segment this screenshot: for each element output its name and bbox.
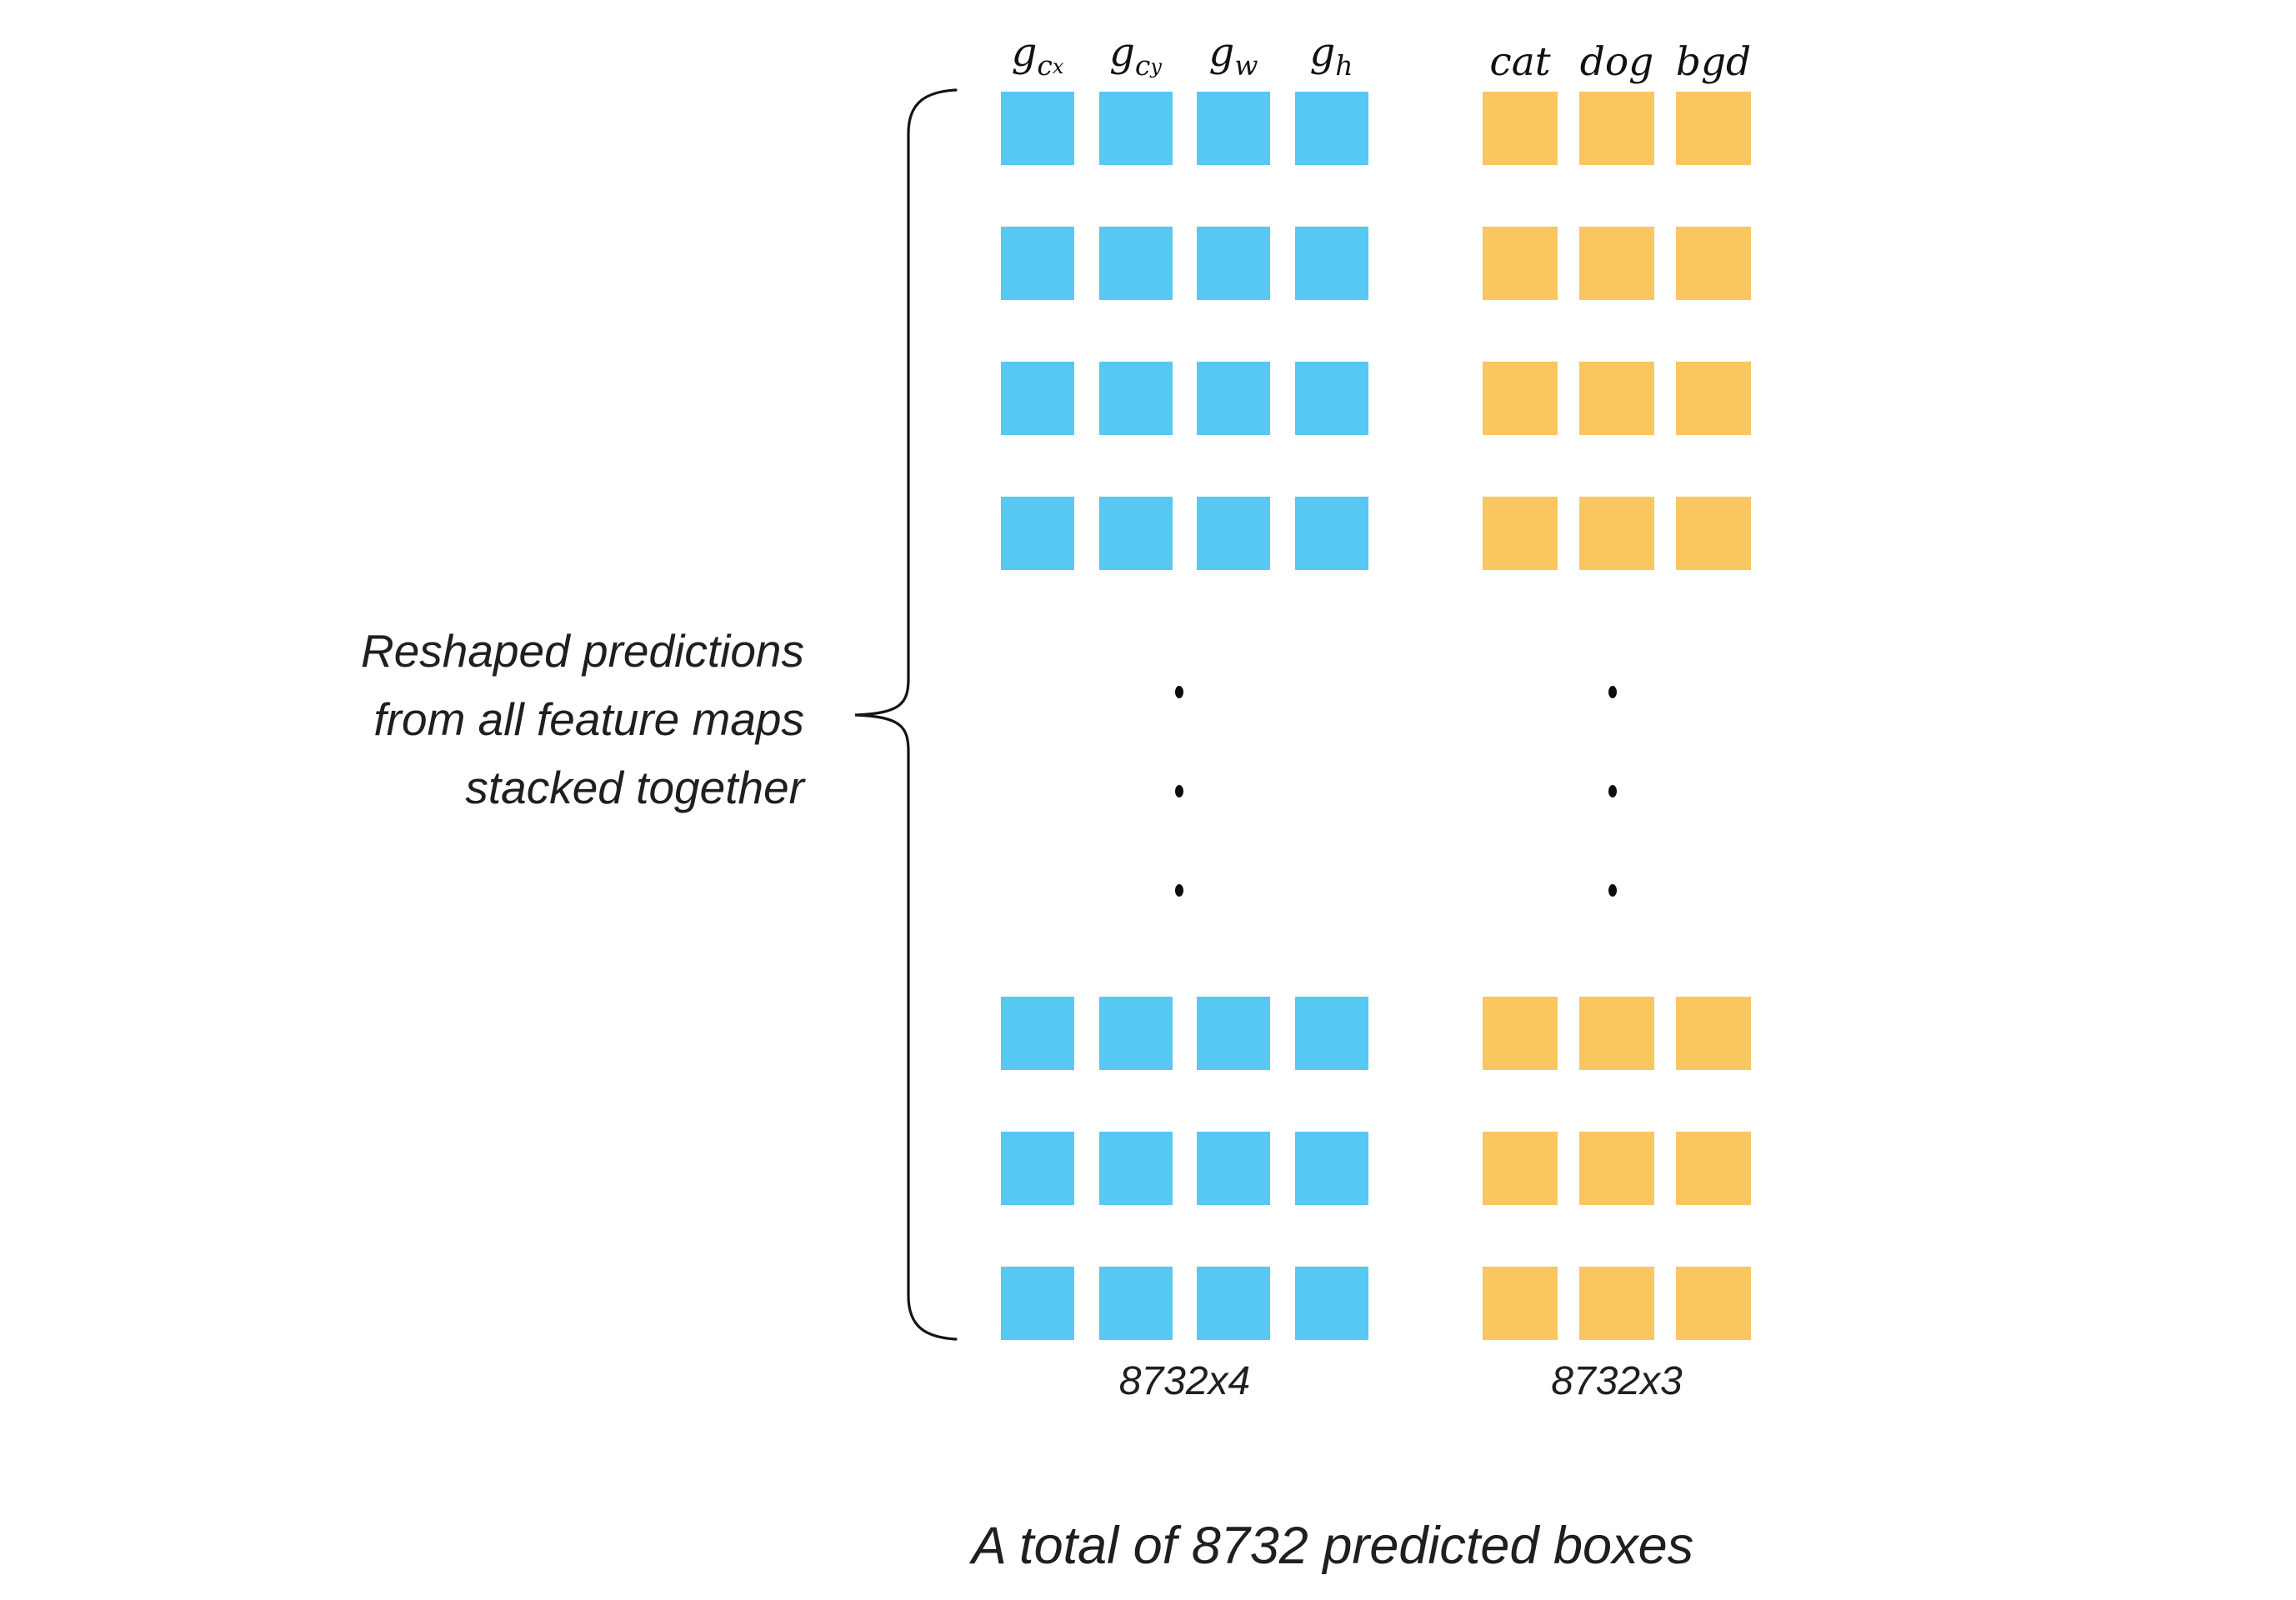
matrix-cell xyxy=(1483,997,1558,1070)
gcx-sub: c xyxy=(1037,49,1053,82)
curly-brace-icon xyxy=(854,88,958,1341)
cls-dim-label: 8732x3 xyxy=(1551,1359,1683,1403)
curly-brace-path xyxy=(854,88,958,1341)
matrix-cell xyxy=(1098,227,1173,300)
matrix-cell xyxy=(1579,497,1654,570)
matrix-cell xyxy=(1579,1132,1654,1205)
matrix-cell xyxy=(1483,497,1558,570)
ellipsis-dot xyxy=(1608,785,1617,798)
matrix-cell xyxy=(1197,1267,1270,1340)
matrix-cell xyxy=(1294,497,1368,570)
loc-header-row: gcx gcy gw gh xyxy=(1001,18,1368,82)
matrix-cell xyxy=(1001,92,1074,165)
gcy-sub: c xyxy=(1134,49,1151,82)
matrix-cell xyxy=(1483,227,1558,300)
loc-dim-label: 8732x4 xyxy=(1118,1359,1251,1403)
matrix-cell xyxy=(1579,1267,1654,1340)
cls-grid-bottom xyxy=(1483,997,1751,1340)
cls-header-row: cat dog bgd xyxy=(1483,28,1751,82)
col-header-cat: cat xyxy=(1489,39,1551,85)
matrix-cell xyxy=(1676,362,1751,435)
gcy-base: g xyxy=(1109,29,1135,76)
ellipsis-dot xyxy=(1175,884,1183,897)
matrix-cell xyxy=(1579,997,1654,1070)
matrix-cell xyxy=(1579,227,1654,300)
loc-grid-top xyxy=(1001,92,1368,570)
loc-grid-bottom xyxy=(1001,997,1368,1340)
col-header-gcy: gcy xyxy=(1109,32,1162,82)
matrix-cell xyxy=(1197,92,1270,165)
matrix-cell xyxy=(1483,1132,1558,1205)
matrix-cell xyxy=(1294,1267,1368,1340)
matrix-cell xyxy=(1483,92,1558,165)
gcx-base: g xyxy=(1011,29,1038,76)
matrix-cell xyxy=(1001,227,1074,300)
matrix-cell xyxy=(1098,997,1173,1070)
gh-base: g xyxy=(1309,29,1336,76)
matrix-cell xyxy=(1098,1132,1173,1205)
left-caption: Reshaped predictions from all feature ma… xyxy=(360,625,804,813)
matrix-cell xyxy=(1197,362,1270,435)
loc-ellipsis xyxy=(1175,686,1183,897)
matrix-cell xyxy=(1197,997,1270,1070)
matrix-cell xyxy=(1294,227,1368,300)
matrix-cell xyxy=(1098,1267,1173,1340)
matrix-cell xyxy=(1676,997,1751,1070)
col-header-gh: gh xyxy=(1310,32,1353,82)
bottom-caption: A total of 8732 predicted boxes xyxy=(971,1517,1694,1575)
col-header-dog: dog xyxy=(1579,39,1654,85)
matrix-cell xyxy=(1579,362,1654,435)
matrix-cell xyxy=(1483,1267,1558,1340)
gh-sub: h xyxy=(1335,49,1353,82)
matrix-cell xyxy=(1001,497,1074,570)
gcy-subsub: y xyxy=(1150,55,1162,78)
cls-grid-top xyxy=(1483,92,1751,570)
cls-ellipsis xyxy=(1608,686,1617,897)
gw-base: g xyxy=(1208,29,1235,76)
matrix-cell xyxy=(1197,1132,1270,1205)
col-header-gcx: gcx xyxy=(1012,32,1064,82)
ellipsis-dot xyxy=(1175,785,1183,798)
matrix-cell xyxy=(1197,227,1270,300)
gw-sub: w xyxy=(1234,49,1258,82)
matrix-cell xyxy=(1676,497,1751,570)
matrix-cell xyxy=(1197,497,1270,570)
matrix-cell xyxy=(1579,92,1654,165)
matrix-cell xyxy=(1098,362,1173,435)
matrix-cell xyxy=(1294,362,1368,435)
matrix-cell xyxy=(1483,362,1558,435)
matrix-cell xyxy=(1294,92,1368,165)
matrix-cell xyxy=(1098,497,1173,570)
ellipsis-dot xyxy=(1175,686,1183,698)
ellipsis-dot xyxy=(1608,884,1617,897)
matrix-cell xyxy=(1676,92,1751,165)
matrix-cell xyxy=(1294,997,1368,1070)
matrix-cell xyxy=(1676,1267,1751,1340)
col-header-gw: gw xyxy=(1209,32,1258,82)
matrix-cell xyxy=(1294,1132,1368,1205)
matrix-cell xyxy=(1001,997,1074,1070)
matrix-cell xyxy=(1001,1267,1074,1340)
matrix-cell xyxy=(1098,92,1173,165)
matrix-cell xyxy=(1676,1132,1751,1205)
ellipsis-dot xyxy=(1608,686,1617,698)
matrix-cell xyxy=(1676,227,1751,300)
matrix-cell xyxy=(1001,362,1074,435)
gcx-subsub: x xyxy=(1052,55,1064,78)
matrix-cell xyxy=(1001,1132,1074,1205)
col-header-bgd: bgd xyxy=(1675,39,1752,85)
